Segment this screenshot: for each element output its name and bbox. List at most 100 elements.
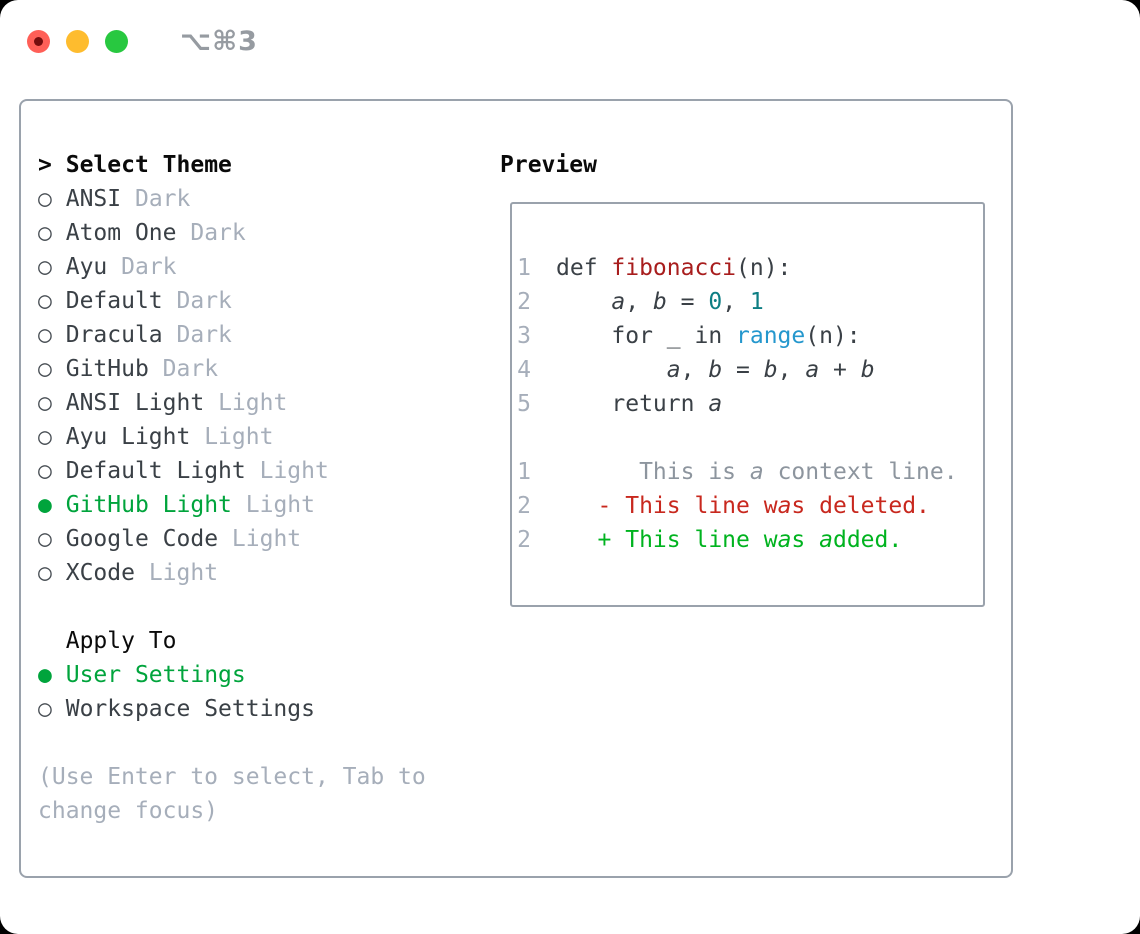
radio-icon: ○ [38, 254, 52, 280]
indent [38, 628, 52, 654]
code-token: b [763, 357, 778, 383]
apply-to-list: ● User Settings○ Workspace Settings [38, 658, 426, 726]
theme-list: ○ ANSI Dark○ Atom One Dark○ Ayu Dark○ De… [38, 182, 426, 590]
theme-option[interactable]: ○ Ayu Light Light [38, 420, 426, 454]
apply-to-title-row: Apply To [38, 624, 426, 658]
theme-option[interactable]: ○ XCode Light [38, 556, 426, 590]
theme-variant-tag: Dark [176, 322, 232, 348]
radio-icon: ○ [38, 356, 52, 382]
theme-name: Default [65, 288, 163, 314]
code-token: s deleted. [791, 493, 930, 519]
apply-to-label: Workspace Settings [65, 696, 315, 722]
line-number: 2 [517, 493, 531, 519]
line-number: 4 [517, 357, 531, 383]
theme-variant-tag: Light [218, 390, 288, 416]
radio-icon: ○ [38, 560, 52, 586]
code-token: + This line w [556, 527, 778, 553]
code-token: a [708, 391, 723, 417]
code-token: b [708, 357, 723, 383]
code-token [556, 357, 667, 383]
radio-icon: ○ [38, 526, 52, 552]
theme-variant-tag: Dark [176, 288, 232, 314]
code-token: a [777, 527, 792, 553]
radio-icon: ○ [38, 220, 52, 246]
spacer [38, 590, 426, 624]
theme-variant-tag: Dark [134, 186, 191, 212]
close-button[interactable] [27, 30, 50, 53]
code-token: = [666, 289, 709, 315]
apply-to-option[interactable]: ○ Workspace Settings [38, 692, 426, 726]
theme-name: ANSI Light [65, 390, 205, 416]
theme-option[interactable]: ○ Atom One Dark [38, 216, 426, 250]
code-token: - This line w [556, 493, 778, 519]
code-token: This is [556, 459, 750, 485]
theme-name: Google Code [65, 526, 219, 552]
code-token: , [680, 357, 709, 383]
radio-icon: ○ [38, 288, 52, 314]
theme-name: Ayu Light [65, 424, 191, 450]
keyboard-shortcut-label: ⌥⌘3 [180, 26, 258, 57]
code-token: b [860, 357, 875, 383]
radio-icon: ○ [38, 186, 52, 212]
theme-option[interactable]: ○ Google Code Light [38, 522, 426, 556]
code-token: a [749, 459, 764, 485]
theme-option[interactable]: ○ Default Light Light [38, 454, 426, 488]
theme-option[interactable]: ○ ANSI Light Light [38, 386, 426, 420]
preview-title: Preview [500, 152, 597, 178]
maximize-button[interactable] [105, 30, 128, 53]
code-token: for _ in [556, 323, 737, 349]
code-token: , [625, 289, 653, 315]
code-line: 2 a, b = 0, 1 [517, 285, 983, 319]
code-token: a [819, 527, 833, 553]
theme-selector-panel: > Select Theme ○ ANSI Dark○ Atom One Dar… [19, 99, 1013, 878]
theme-option[interactable]: ○ Ayu Dark [38, 250, 426, 284]
theme-variant-tag: Dark [190, 220, 246, 246]
code-token: 0 [708, 289, 723, 315]
theme-name: Ayu [65, 254, 108, 280]
theme-option[interactable]: ○ Dracula Dark [38, 318, 426, 352]
apply-to-title: Apply To [65, 628, 177, 654]
code-token: , [722, 289, 750, 315]
theme-option[interactable]: ○ GitHub Dark [38, 352, 426, 386]
theme-variant-tag: Light [259, 458, 329, 484]
code-token: 1 [749, 289, 764, 315]
theme-name: XCode [65, 560, 135, 586]
code-token: , [777, 357, 806, 383]
code-token: range [736, 323, 806, 349]
theme-list-column: > Select Theme ○ ANSI Dark○ Atom One Dar… [38, 148, 426, 828]
code-token: b [652, 289, 667, 315]
code-token: dded. [832, 527, 903, 553]
hint-line: change focus) [38, 798, 219, 824]
apply-to-option[interactable]: ● User Settings [38, 658, 426, 692]
code-token [556, 289, 611, 315]
theme-variant-tag: Light [204, 424, 274, 450]
theme-option[interactable]: ○ ANSI Dark [38, 182, 426, 216]
theme-name: GitHub [65, 356, 149, 382]
code-token: + [819, 357, 861, 383]
code-token: return [556, 391, 709, 417]
line-number: 2 [517, 527, 531, 553]
code-token: (n): [736, 255, 792, 281]
select-theme-title-row: > Select Theme [38, 148, 426, 182]
code-token: a [666, 357, 681, 383]
minimize-button[interactable] [66, 30, 89, 53]
line-number: 5 [517, 391, 531, 417]
radio-icon: ○ [38, 322, 52, 348]
theme-variant-tag: Dark [162, 356, 219, 382]
code-token: a [777, 493, 792, 519]
code-line: 5 return a [517, 387, 983, 421]
theme-option[interactable]: ● GitHub Light Light [38, 488, 426, 522]
radio-icon: ○ [38, 424, 52, 450]
apply-to-label: User Settings [65, 662, 246, 688]
radio-icon: ○ [38, 696, 52, 722]
code-token: s [791, 527, 820, 553]
theme-option[interactable]: ○ Default Dark [38, 284, 426, 318]
code-token: = [722, 357, 764, 383]
theme-variant-tag: Light [245, 492, 315, 518]
cursor-icon: > [38, 152, 52, 178]
